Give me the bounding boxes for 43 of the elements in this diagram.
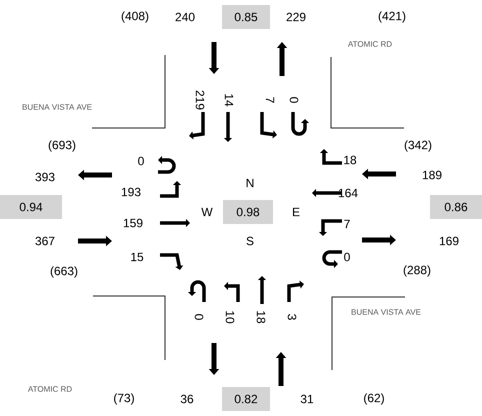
value-box: 0.98 bbox=[223, 200, 273, 224]
count-label: 14 bbox=[224, 94, 234, 106]
count-label: (342) bbox=[404, 140, 432, 152]
count-label: (62) bbox=[364, 393, 384, 405]
count-label: (408) bbox=[122, 11, 148, 23]
compass-letter: N bbox=[246, 178, 254, 188]
count-label: 18 bbox=[344, 156, 356, 164]
count-label: 367 bbox=[35, 236, 54, 246]
count-label: 159 bbox=[124, 218, 142, 228]
count-label: (693) bbox=[48, 140, 76, 152]
count-label: 10 bbox=[226, 311, 234, 324]
count-label: 393 bbox=[35, 172, 54, 182]
value-box: 0.94 bbox=[0, 195, 62, 219]
count-label: 193 bbox=[122, 188, 140, 196]
count-label: 229 bbox=[286, 12, 306, 22]
count-label: 0 bbox=[138, 156, 144, 166]
count-label: 3 bbox=[288, 314, 296, 320]
count-label: 36 bbox=[180, 394, 194, 404]
value-box: 0.82 bbox=[222, 387, 270, 411]
count-label: 18 bbox=[256, 311, 266, 324]
value-box: 0.86 bbox=[430, 195, 482, 219]
count-label: 7 bbox=[344, 220, 350, 228]
count-label: (663) bbox=[50, 266, 78, 278]
count-label: 0 bbox=[344, 252, 350, 262]
compass-letter: E bbox=[293, 208, 300, 216]
count-label: 189 bbox=[422, 170, 442, 180]
count-label: 240 bbox=[176, 12, 195, 22]
count-label: (73) bbox=[114, 393, 134, 405]
count-label: 7 bbox=[266, 97, 274, 103]
street-name: BUENA VISTA AVE bbox=[22, 104, 92, 110]
value-box: 0.85 bbox=[222, 5, 270, 29]
street-name: ATOMIC RD bbox=[28, 386, 72, 392]
count-label: 31 bbox=[300, 394, 314, 404]
count-label: (288) bbox=[404, 265, 430, 277]
count-label: 15 bbox=[131, 252, 144, 262]
street-name: ATOMIC RD bbox=[348, 41, 392, 47]
compass-letter: S bbox=[246, 236, 254, 246]
count-label: 0 bbox=[290, 97, 298, 103]
count-label: 169 bbox=[440, 236, 458, 246]
street-name: BUENA VISTA AVE bbox=[352, 309, 421, 315]
count-label: 0 bbox=[194, 314, 204, 320]
count-label: (421) bbox=[378, 11, 406, 23]
count-label: 219 bbox=[196, 90, 204, 110]
